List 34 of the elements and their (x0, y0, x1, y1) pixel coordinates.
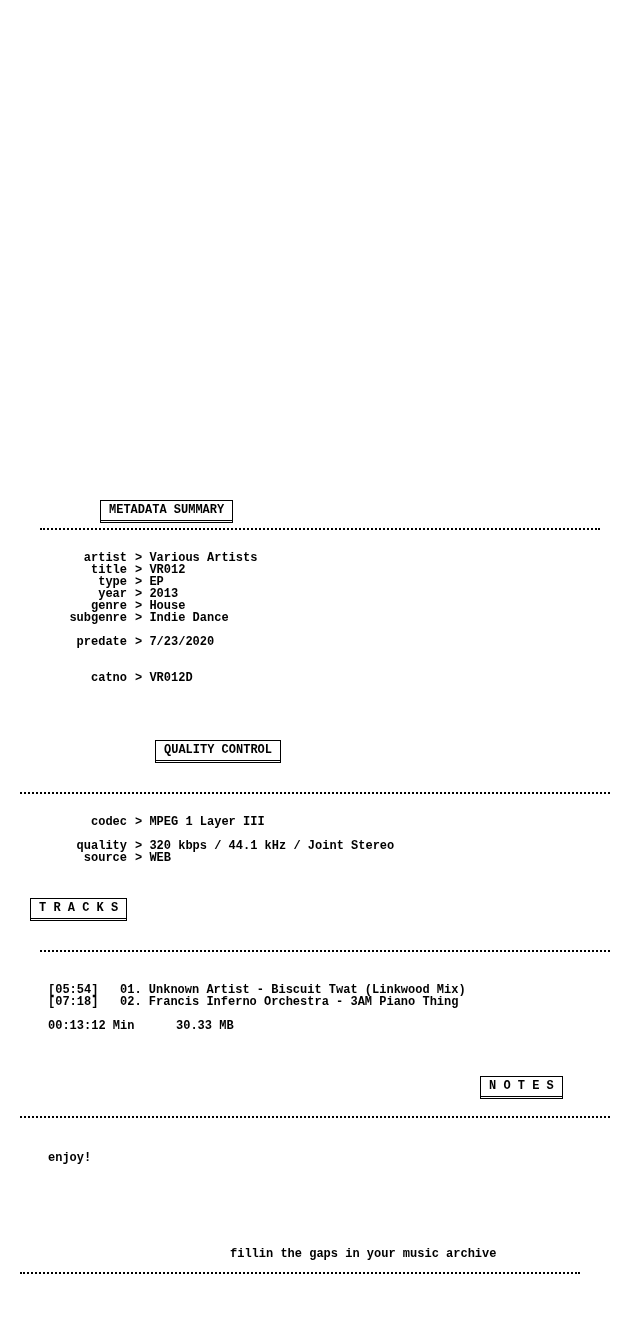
track-text: 01. Unknown Artist - Biscuit Twat (Linkwood Mix) (120, 984, 466, 997)
section-heading: N O T E S (480, 1076, 563, 1099)
section-heading: QUALITY CONTROL (155, 740, 282, 763)
section-heading: METADATA SUMMARY (100, 500, 234, 523)
field-value: > 2013 (135, 588, 179, 601)
field-name: source (83, 852, 127, 865)
field-name: type (98, 576, 127, 589)
track-text: 30.33 MB (176, 1020, 234, 1033)
field-name: catno (91, 672, 127, 685)
field-value: > VR012 (135, 564, 186, 577)
field-name: genre (91, 600, 127, 613)
track-text: [07:18] (48, 996, 99, 1009)
field-value: > Various Artists (135, 552, 258, 565)
track-text: 02. Francis Inferno Orchestra - 3AM Piano Thing (120, 996, 459, 1009)
field-value: > EP (135, 576, 164, 589)
field-name: year (98, 588, 127, 601)
field-value: > 7/23/2020 (135, 636, 215, 649)
field-value: > 320 kbps / 44.1 kHz / Joint Stereo (135, 840, 395, 853)
section-heading: T R A C K S (30, 898, 128, 921)
track-text: 00:13:12 Min (48, 1020, 135, 1033)
field-name: subgenre (69, 612, 127, 625)
note-text: enjoy! (48, 1152, 92, 1165)
field-name: predate (76, 636, 127, 649)
field-name: artist (83, 552, 127, 565)
track-text: [05:54] (48, 984, 99, 997)
field-value: > MPEG 1 Layer III (135, 816, 265, 829)
field-name: title (91, 564, 127, 577)
field-value: > WEB (135, 852, 171, 865)
field-value: > Indie Dance (135, 612, 229, 625)
field-name: codec (91, 816, 127, 829)
field-value: > VR012D (135, 672, 193, 685)
note-text: fillin the gaps in your music archive (230, 1248, 497, 1261)
field-value: > House (135, 600, 186, 613)
field-name: quality (76, 840, 127, 853)
